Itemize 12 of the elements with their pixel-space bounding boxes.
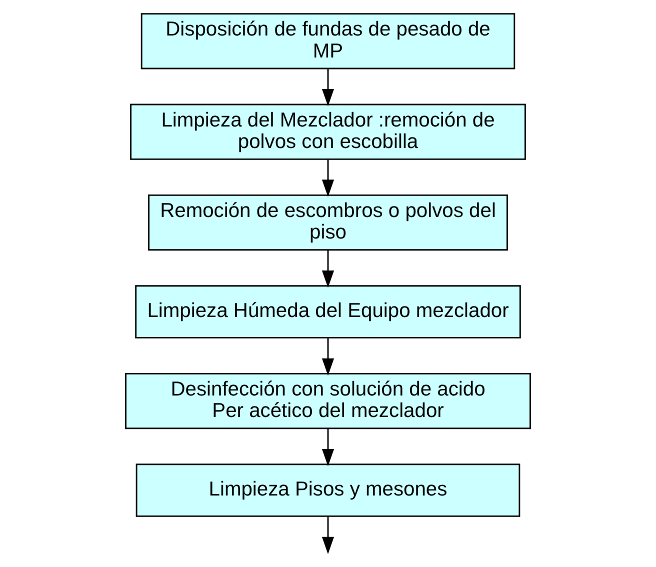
arrow	[322, 516, 334, 554]
node-box: Disposición de fundas de pesado de MP	[140, 13, 516, 70]
arrow	[322, 68, 334, 106]
node-box: Limpieza Húmeda del Equipo mezclador	[135, 285, 521, 338]
node-box: Limpieza del Mezclador :remoción de polvos con escobilla	[130, 104, 526, 160]
arrow	[322, 338, 334, 376]
node-box: Desinfección con solución de acido Per acético del mezclador	[125, 372, 531, 430]
arrow	[322, 428, 334, 466]
arrow	[322, 160, 334, 197]
node-box: Remoción de escombros o polvos del piso	[148, 194, 508, 251]
arrow	[322, 250, 334, 288]
node-box: Limpieza Pisos y mesones	[136, 464, 520, 517]
